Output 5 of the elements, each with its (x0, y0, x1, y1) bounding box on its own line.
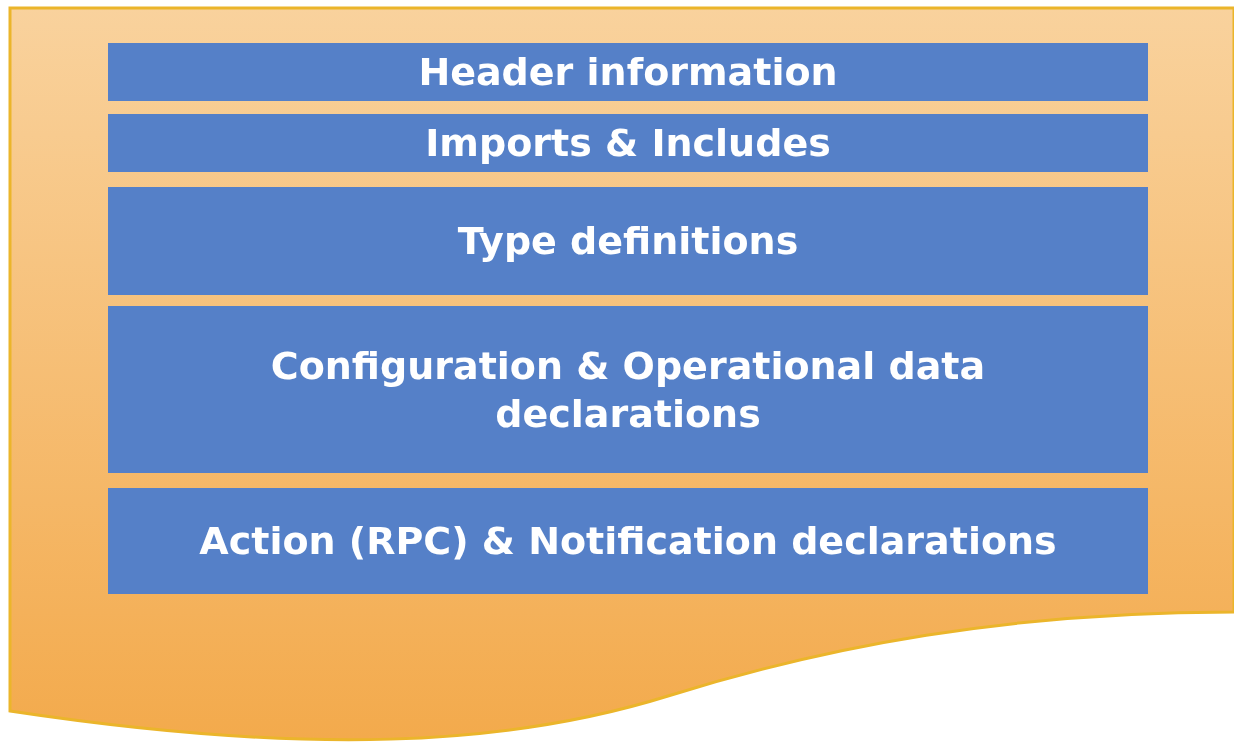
section-box: Configuration & Operational data declarations (108, 306, 1148, 473)
section-box: Action (RPC) & Notification declarations (108, 488, 1148, 594)
section-box: Type definitions (108, 187, 1148, 295)
section-box: Imports & Includes (108, 114, 1148, 172)
section-box: Header information (108, 43, 1148, 101)
